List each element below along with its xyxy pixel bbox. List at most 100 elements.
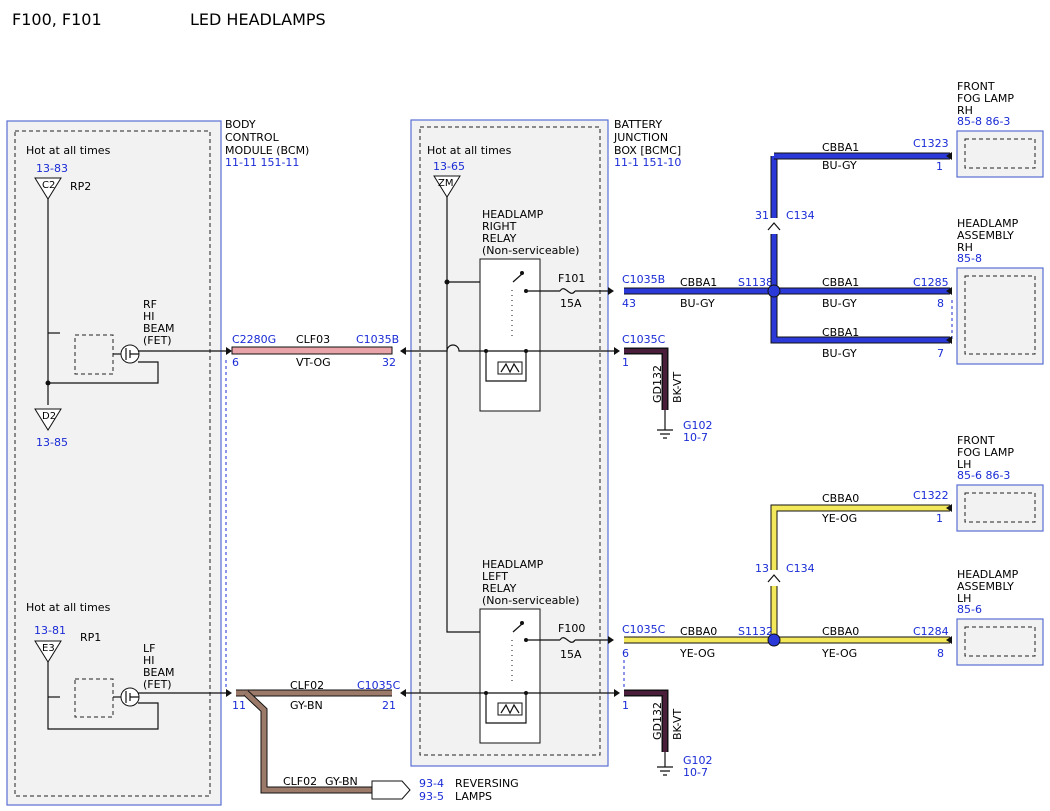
clf03-conn-right[interactable]: C1035B xyxy=(356,333,399,346)
rs-fog-refs[interactable]: 85-8 86-3 xyxy=(957,115,1010,128)
left-relay-contact xyxy=(512,623,523,633)
left-relay-box[interactable] xyxy=(479,608,541,744)
d2-ground-symbol xyxy=(34,408,62,431)
reversing-connector-icon[interactable] xyxy=(371,780,411,800)
lf-label-2: HI xyxy=(143,654,155,667)
clf02-branch[interactable] xyxy=(244,691,372,793)
rf-label-1: RF xyxy=(143,298,157,311)
ls-splice[interactable]: S1132 xyxy=(738,625,773,638)
bjb-refs[interactable]: 11-1 151-10 xyxy=(614,156,681,169)
rs-ground-wire[interactable] xyxy=(624,349,667,410)
clf03-internal xyxy=(406,344,486,352)
rs-ground-symbol xyxy=(657,410,673,439)
e3-ref[interactable]: 13-81 xyxy=(34,624,66,637)
ls-fog-arrow xyxy=(946,504,952,512)
lh-headlamp-box[interactable] xyxy=(956,618,1044,666)
c2-ref[interactable]: 13-83 xyxy=(36,162,68,175)
rh-headlamp-box[interactable] xyxy=(956,267,1044,365)
clf03-name: CLF03 xyxy=(296,333,330,346)
rf-fet-gate xyxy=(125,348,139,360)
ls-gnd-circ: GD132 xyxy=(651,702,664,740)
ls-fog-title-3: LH xyxy=(957,458,971,471)
ls-ground-wire[interactable] xyxy=(624,691,667,752)
right-relay-contact xyxy=(512,273,523,283)
lrelay-2: LEFT xyxy=(482,570,508,583)
c134-lh-gap xyxy=(768,570,780,586)
fuse-ids: F100, F101 xyxy=(12,10,102,29)
rs-gnd-name[interactable]: G102 xyxy=(683,419,713,432)
rs-gnd-ref[interactable]: 10-7 xyxy=(683,431,708,444)
ls-gnd-name[interactable]: G102 xyxy=(683,754,713,767)
rh-fog-lamp-inner xyxy=(964,138,1036,169)
ls-c134-name[interactable]: C134 xyxy=(786,562,815,575)
rs-head-pin-a: 8 xyxy=(937,297,944,310)
clf03-wire[interactable] xyxy=(231,346,393,355)
cbba0-trunk-wire[interactable] xyxy=(771,505,950,640)
rs-head-arrow-a xyxy=(946,287,952,295)
rs-c134-pin: 31 xyxy=(755,209,769,222)
f100-arrow xyxy=(608,636,614,644)
rev-color: GY-BN xyxy=(325,775,358,788)
ls-gnd-color: BK-VT xyxy=(671,709,684,740)
clf03-arrow xyxy=(400,347,406,355)
d2-label: D2 xyxy=(42,411,56,422)
s1132-splice[interactable] xyxy=(767,633,781,647)
cbba1-trunk-wire[interactable] xyxy=(771,156,950,343)
ls-fog-refs[interactable]: 85-6 86-3 xyxy=(957,469,1010,482)
ls-head-conn[interactable]: C1284 xyxy=(913,625,949,638)
clf02-arrow xyxy=(400,689,406,697)
rs-gnd-conn[interactable]: C1035C xyxy=(622,333,666,346)
rs-head-refs[interactable]: 85-8 xyxy=(957,252,982,265)
ls-gnd-ref[interactable]: 10-7 xyxy=(683,766,708,779)
left-relay-coil-winding xyxy=(500,703,520,715)
bcm-name-1: BODY xyxy=(225,118,256,131)
rf-label-2: HI xyxy=(143,310,155,323)
lh-fog-lamp-box[interactable] xyxy=(956,484,1044,532)
bcm-refs[interactable]: 11-11 151-11 xyxy=(225,156,299,169)
ls-out-color: YE-OG xyxy=(679,647,715,660)
clf03-conn-left[interactable]: C2280G xyxy=(232,333,276,346)
ls-ground-symbol xyxy=(657,752,673,776)
clf03-pin-right: 32 xyxy=(382,356,396,369)
ls-out-conn[interactable]: C1035C xyxy=(622,623,666,636)
bcm-name-3: MODULE (BCM) xyxy=(225,144,309,157)
left-relay-coil xyxy=(497,702,523,716)
e3-fuse-symbol xyxy=(34,640,62,663)
rh-fog-lamp-box[interactable] xyxy=(956,130,1044,178)
rs-head-color-a: BU-GY xyxy=(822,297,857,310)
rp1-label: RP1 xyxy=(80,631,101,644)
rev-ref-2[interactable]: 93-5 xyxy=(419,790,444,803)
rrelay-3: RELAY xyxy=(482,232,517,245)
right-relay-box[interactable] xyxy=(479,258,541,412)
ls-fog-name: CBBA0 xyxy=(822,492,859,505)
clf02-conn-right[interactable]: C1035C xyxy=(357,679,401,692)
rs-head-conn[interactable]: C1285 xyxy=(913,276,949,289)
bjb-inner-outline xyxy=(419,126,601,756)
rs-fog-name: CBBA1 xyxy=(822,141,859,154)
ls-fog-conn[interactable]: C1322 xyxy=(913,489,949,502)
s1138-splice[interactable] xyxy=(767,284,781,298)
rs-head-name-a: CBBA1 xyxy=(822,276,859,289)
ls-head-color: YE-OG xyxy=(821,647,857,660)
rev-ref-1[interactable]: 93-4 xyxy=(419,777,444,790)
rs-fog-title-1: FRONT xyxy=(957,80,995,93)
zm-ref[interactable]: 13-65 xyxy=(433,160,465,173)
ls-fog-color: YE-OG xyxy=(821,512,857,525)
rs-fog-title-2: FOG LAMP xyxy=(957,92,1014,105)
rev-name: CLF02 xyxy=(283,775,317,788)
rs-head-title-2: ASSEMBLY xyxy=(957,229,1014,242)
rf-out-arrow xyxy=(226,347,232,355)
right-ground-arrow xyxy=(614,347,620,355)
bcm-box[interactable] xyxy=(6,120,222,806)
rs-splice[interactable]: S1138 xyxy=(738,276,773,289)
d2-ref[interactable]: 13-85 xyxy=(36,436,68,449)
rp2-label: RP2 xyxy=(70,180,91,193)
lrelay-4: (Non-serviceable) xyxy=(482,594,579,607)
rs-out-conn[interactable]: C1035B xyxy=(622,273,665,286)
rs-fog-conn[interactable]: C1323 xyxy=(913,137,949,150)
rs-c134-name[interactable]: C134 xyxy=(786,209,815,222)
f100-amp: 15A xyxy=(560,648,582,661)
ls-head-refs[interactable]: 85-6 xyxy=(957,603,982,616)
f101-arrow xyxy=(608,287,614,295)
rs-head-color-b: BU-GY xyxy=(822,347,857,360)
